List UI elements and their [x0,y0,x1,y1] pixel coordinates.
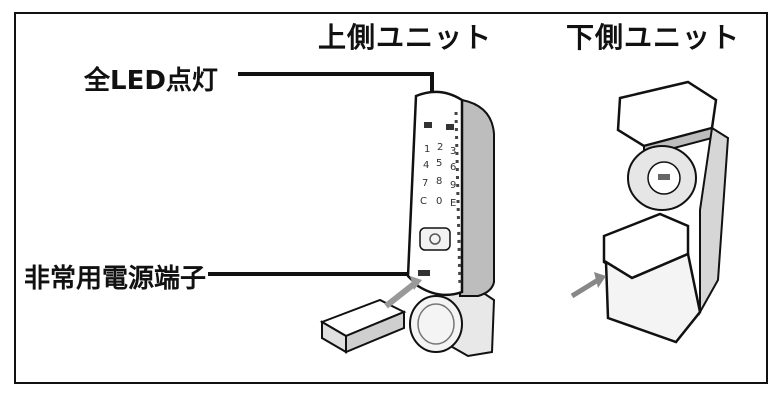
insertion-arrow-icon [384,281,416,309]
upper-unit-face [406,90,464,297]
key-c: C [420,196,427,207]
figure-frame [14,12,768,384]
key-0: 0 [436,196,442,207]
callout-emergency-terminal: 非常用電源端子 [24,264,207,294]
key-6: 6 [450,162,456,173]
lower-unit-arrow-icon [570,277,600,299]
upper-unit-illustration: 1 2 3 4 5 6 7 8 9 C 0 E [319,90,496,358]
emergency-terminal-slot [418,270,430,276]
key-7: 7 [422,178,428,189]
key-8: 8 [436,176,442,187]
card-reader-button [419,227,451,251]
heading-upper-unit: 上側ユニット [318,21,493,54]
keypad: 1 2 3 4 5 6 7 8 9 C 0 E [420,142,456,209]
upper-unit-side [458,98,495,297]
callout-all-led: 全LED点灯 [84,66,218,96]
key-3: 3 [450,146,456,157]
key-9: 9 [450,180,456,191]
lower-unit-illustration [570,80,730,344]
lower-unit-side [699,126,730,316]
key-1: 1 [424,144,430,155]
battery-indicator-icon [446,124,454,130]
leader-line-led [238,72,434,126]
lock-indicator-icon [424,122,432,128]
led-strip [454,111,462,289]
key-2: 2 [437,142,443,153]
key-5: 5 [436,158,442,169]
key-e: E [450,198,456,209]
lower-unit-body [604,252,702,344]
key-4: 4 [423,160,429,171]
heading-lower-unit: 下側ユニット [566,21,741,54]
